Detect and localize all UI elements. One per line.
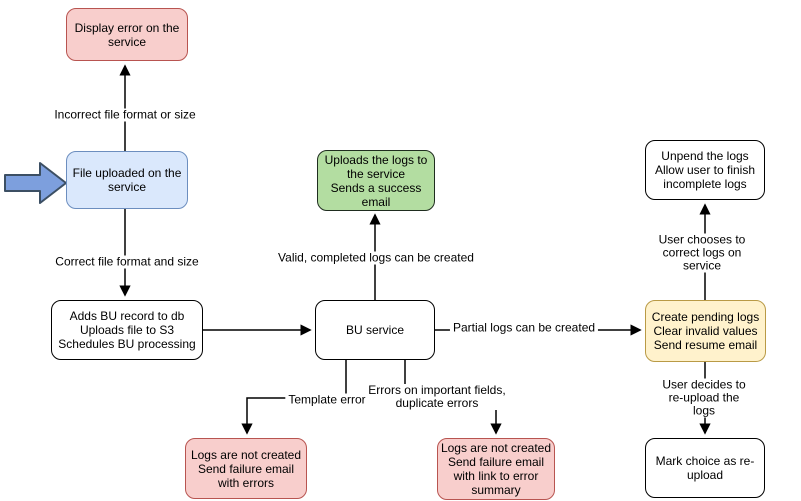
- node-logs-not-created-summary: Logs are not created Send failure email …: [437, 438, 555, 500]
- node-file-uploaded: File uploaded on the service: [66, 151, 188, 209]
- edge-label-user-corrects: User chooses to correct logs on service: [652, 233, 752, 273]
- node-bu-service: BU service: [315, 300, 435, 360]
- edge-label-correct-format: Correct file format and size: [52, 255, 202, 269]
- node-uploads-logs-success: Uploads the logs to the service Sends a …: [317, 150, 435, 211]
- edge-label-errors-important: Errors on important fields, duplicate er…: [365, 384, 509, 410]
- edge-label-user-reuploads: User decides to re-upload the logs: [655, 378, 753, 418]
- node-unpend-logs: Unpend the logs Allow user to finish inc…: [645, 140, 765, 200]
- node-adds-bu-record: Adds BU record to db Uploads file to S3 …: [51, 300, 203, 360]
- node-create-pending-logs: Create pending logs Clear invalid values…: [645, 300, 766, 362]
- node-mark-reupload: Mark choice as re- upload: [645, 438, 765, 498]
- edge-label-incorrect-format: Incorrect file format or size: [51, 108, 199, 122]
- entry-arrow-icon: [4, 162, 67, 204]
- edge-label-valid-completed: Valid, completed logs can be created: [275, 251, 477, 265]
- node-display-error: Display error on the service: [66, 8, 188, 61]
- node-logs-not-created-errors: Logs are not created Send failure email …: [185, 438, 307, 499]
- edge-label-partial-logs: Partial logs can be created: [449, 321, 599, 335]
- edge-label-template-errors: Template errors: [285, 393, 375, 407]
